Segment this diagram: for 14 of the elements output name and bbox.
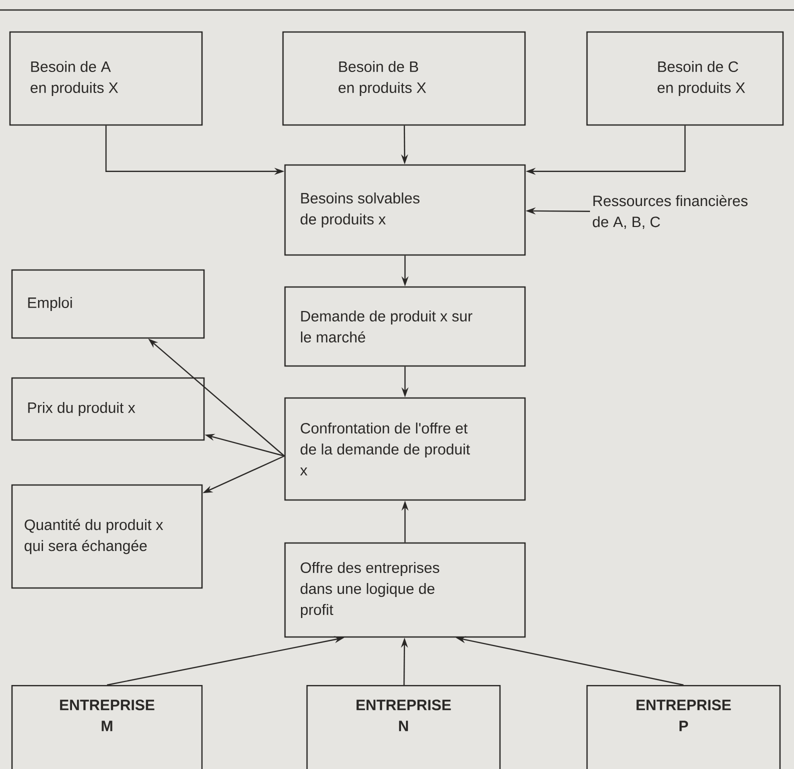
process-box: Besoins solvables de produits x	[284, 164, 526, 256]
process-box: Offre des entreprises dans une logique de profit	[284, 542, 526, 638]
process-box: Demande de produit x sur le marché	[284, 286, 526, 367]
company-box: ENTREPRISE N	[306, 685, 501, 769]
process-box: Prix du produit x	[11, 377, 205, 441]
process-box: Besoin de A en produits X	[9, 31, 203, 126]
company-box: ENTREPRISE P	[586, 685, 781, 769]
process-box: Confrontation de l'offre et de la demande de produit x	[284, 397, 526, 501]
input-label: Ressources financières de A, B, C	[592, 195, 748, 229]
process-box: Quantité du produit x qui sera échangée	[11, 484, 203, 589]
process-box: Besoin de B en produits X	[282, 31, 526, 126]
process-box: Emploi	[11, 269, 205, 339]
process-box: Besoin de C en produits X	[586, 31, 784, 126]
company-box: ENTREPRISE M	[11, 685, 203, 769]
